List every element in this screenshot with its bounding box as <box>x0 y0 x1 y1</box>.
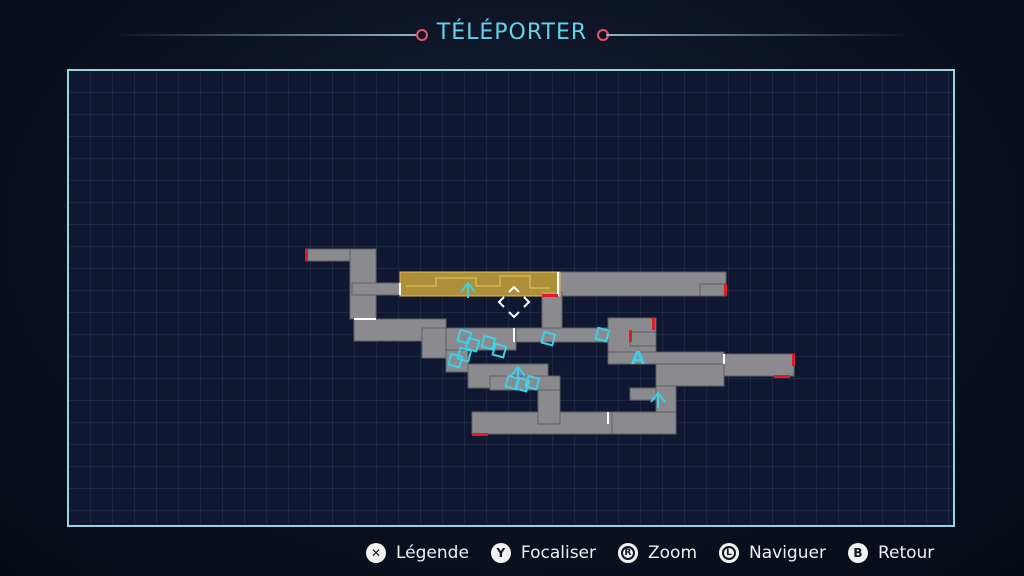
map-room <box>421 327 447 359</box>
control-focus[interactable]: Y Focaliser <box>490 543 596 563</box>
map-room <box>629 331 657 347</box>
crosshair-cursor-shape <box>497 285 531 319</box>
item-marker-icon <box>480 334 497 351</box>
map-room <box>607 351 725 365</box>
highlighted-room <box>399 271 561 297</box>
highlighted-room-detail <box>406 275 550 289</box>
map-markers <box>447 281 666 408</box>
map-door <box>542 294 558 297</box>
map-room <box>699 283 727 297</box>
map-room <box>541 291 563 333</box>
control-label: Retour <box>877 543 935 563</box>
item-marker-icon <box>540 330 557 347</box>
map-room <box>489 375 561 391</box>
region-marker-a: A <box>631 348 645 369</box>
map-door <box>652 318 655 330</box>
controls-bar: ✕ Légende Y Focaliser R Zoom L Naviguer … <box>366 539 934 567</box>
y-button-icon: Y <box>490 543 511 563</box>
item-marker-icon <box>447 352 464 369</box>
map-room <box>607 411 677 435</box>
left-stick-icon: L <box>719 543 740 563</box>
map-door <box>629 330 632 342</box>
header-ornament-left <box>416 29 428 41</box>
map-door <box>774 375 790 378</box>
control-label: Naviguer <box>749 543 826 563</box>
map-door <box>305 249 308 261</box>
control-navigate[interactable]: L Naviguer <box>719 543 826 563</box>
control-zoom[interactable]: R Zoom <box>618 543 697 563</box>
map-room <box>655 363 725 387</box>
map-rooms <box>305 248 795 435</box>
b-button-icon: B <box>847 543 868 563</box>
control-back[interactable]: B Retour <box>847 543 935 563</box>
map-door <box>792 354 795 366</box>
map-door <box>724 284 727 296</box>
item-marker-icon <box>491 342 508 359</box>
map-canvas[interactable]: A <box>69 71 955 527</box>
arrow-up-marker-icon <box>650 391 666 408</box>
map-door <box>472 433 488 436</box>
map-doors <box>305 249 795 436</box>
item-marker-icon <box>464 336 481 353</box>
control-label: Légende <box>396 543 469 563</box>
arrow-up-marker-icon <box>460 281 476 298</box>
header-line-right <box>606 34 912 36</box>
x-button-icon: ✕ <box>366 543 386 563</box>
map-room <box>351 282 401 296</box>
map-room <box>537 387 561 425</box>
header-line-left <box>112 34 418 36</box>
control-label: Zoom <box>648 543 698 563</box>
screen-header: TÉLÉPORTER <box>0 20 1024 50</box>
control-legend[interactable]: ✕ Légende <box>366 543 469 563</box>
map-viewport[interactable]: A <box>67 69 955 527</box>
item-marker-icon <box>594 326 611 343</box>
map-room <box>515 327 609 343</box>
map-room <box>723 353 795 377</box>
right-stick-icon: R <box>618 543 638 563</box>
arrow-up-marker-icon <box>510 365 526 382</box>
map-room <box>557 271 727 297</box>
crosshair-cursor-icon[interactable] <box>497 285 531 319</box>
item-marker-icon <box>524 374 541 391</box>
screen-title: TÉLÉPORTER <box>436 20 588 45</box>
control-label: Focaliser <box>520 543 596 563</box>
